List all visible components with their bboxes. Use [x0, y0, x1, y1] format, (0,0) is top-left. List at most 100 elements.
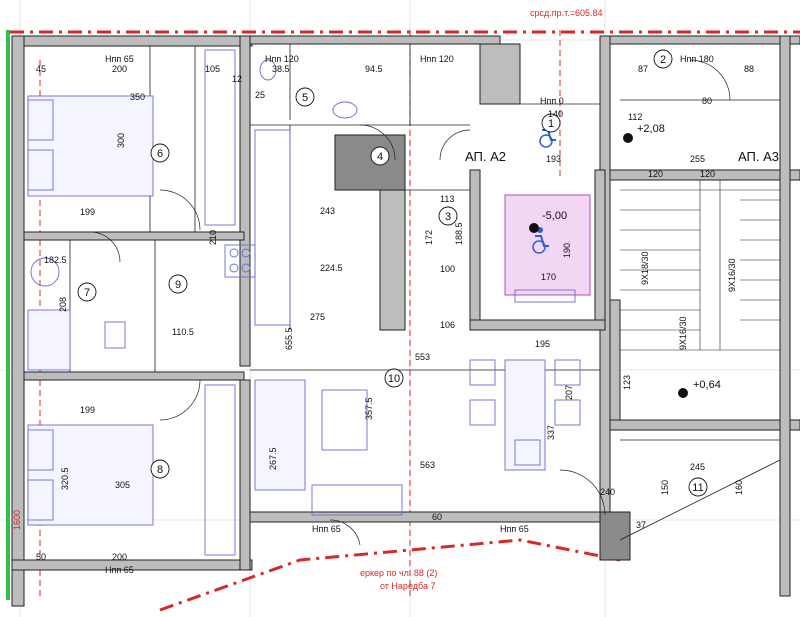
svg-text:87: 87	[638, 64, 648, 74]
svg-text:655.5: 655.5	[284, 327, 294, 350]
svg-text:199: 199	[80, 405, 95, 415]
svg-text:80: 80	[702, 96, 712, 106]
room-circle-1	[541, 113, 561, 133]
room-label-4: 4	[377, 151, 383, 163]
window-tag: Нпп 0	[540, 96, 564, 106]
room-label-7: 7	[84, 287, 90, 299]
armchair	[311, 484, 403, 516]
window-tag: Нпп 65	[312, 524, 341, 534]
svg-text:50: 50	[36, 552, 46, 562]
room-label-1: 1	[548, 118, 554, 130]
bathtub	[27, 309, 71, 371]
accessible-icon-2	[532, 227, 549, 254]
level-marker-b	[678, 388, 688, 398]
level-a-text: +2,08	[637, 123, 665, 135]
svg-text:110.5: 110.5	[172, 327, 194, 337]
wardrobe-room-6	[204, 49, 236, 226]
window-tag: Нпп 120	[420, 54, 454, 64]
svg-text:120: 120	[648, 169, 663, 179]
apartment-label-a2: АП. А2	[465, 149, 506, 164]
level-c-text: -5,00	[542, 210, 567, 222]
dining-table	[504, 359, 546, 471]
svg-text:320.5: 320.5	[60, 467, 70, 490]
svg-text:94.5: 94.5	[365, 64, 383, 74]
svg-text:105: 105	[205, 64, 220, 74]
svg-text:193: 193	[546, 154, 561, 164]
svg-text:255: 255	[690, 154, 705, 164]
svg-text:190: 190	[562, 243, 572, 258]
svg-text:88: 88	[744, 64, 754, 74]
doors	[89, 59, 731, 546]
svg-text:170: 170	[541, 272, 556, 282]
level-b-text: +0,64	[693, 379, 721, 391]
coffee-table	[321, 389, 368, 451]
svg-text:182.5: 182.5	[44, 255, 67, 265]
window-tag: Нпп 65	[105, 565, 134, 575]
stair-label-b: 9X16/30	[727, 258, 737, 292]
svg-text:37: 37	[636, 520, 646, 530]
bay-note-line2: от Наредба 7	[380, 581, 435, 591]
room-label-2: 2	[660, 54, 666, 66]
room-label-6: 6	[157, 148, 163, 160]
bed-room-6	[27, 95, 154, 197]
stove	[224, 244, 256, 278]
svg-text:100: 100	[440, 264, 455, 274]
svg-text:208: 208	[58, 297, 68, 312]
svg-text:275: 275	[310, 312, 325, 322]
room-label-8: 8	[157, 464, 163, 476]
svg-text:45: 45	[36, 64, 46, 74]
green-edge	[6, 30, 10, 600]
apartment-label-a3: АП. А3	[738, 149, 779, 164]
svg-text:210: 210	[208, 230, 218, 245]
room-label-11: 11	[692, 482, 703, 494]
room-label-3: 3	[445, 211, 451, 223]
sink-room-5	[332, 101, 358, 119]
svg-text:245: 245	[690, 462, 705, 472]
svg-text:563: 563	[420, 460, 435, 470]
toilet-room-5	[259, 59, 277, 81]
svg-text:120: 120	[700, 169, 715, 179]
sofa	[254, 379, 306, 491]
svg-text:113: 113	[440, 194, 454, 204]
svg-text:140: 140	[548, 109, 563, 119]
room-circles	[77, 49, 708, 497]
washbasin-room-7	[30, 257, 60, 287]
dimension-labels: 45 200 105 350 300 199 182.5 208 110.5 1…	[36, 64, 754, 562]
bay-note-line1: еркер по чл. 88 (2)	[360, 568, 437, 578]
window-tag: Нпп 65	[500, 524, 529, 534]
window-tag: Нпп 180	[680, 54, 714, 64]
svg-text:200: 200	[112, 64, 127, 74]
staircase	[620, 180, 780, 351]
room-label-10: 10	[388, 373, 400, 385]
svg-text:357.5: 357.5	[364, 397, 374, 420]
svg-text:553: 553	[415, 352, 430, 362]
svg-text:25: 25	[255, 90, 265, 100]
level-marker-a	[623, 133, 633, 143]
svg-text:38.5: 38.5	[272, 64, 290, 74]
svg-text:150: 150	[660, 480, 670, 495]
svg-text:267.5: 267.5	[268, 447, 278, 470]
room-label-9: 9	[175, 279, 181, 291]
svg-text:350: 350	[130, 92, 145, 102]
stair-label-a: 9X18/30	[640, 251, 650, 285]
svg-text:195: 195	[535, 339, 550, 349]
svg-text:199: 199	[80, 207, 95, 217]
furniture	[27, 49, 781, 556]
window-tag: Нпп 120	[265, 54, 299, 64]
top-elevation-note: срсд.пр.т.=605.84	[530, 8, 603, 18]
side-dimension: 1600	[12, 510, 22, 530]
svg-text:305: 305	[115, 480, 130, 490]
room-label-5: 5	[302, 92, 308, 104]
walls	[11, 35, 800, 607]
svg-text:200: 200	[112, 552, 127, 562]
svg-text:240: 240	[600, 487, 615, 497]
stair-label-c: 9X16/30	[678, 316, 688, 350]
svg-text:106: 106	[440, 320, 455, 330]
window-tag: Нпп 65	[105, 54, 134, 64]
svg-text:60: 60	[432, 512, 442, 522]
svg-text:123: 123	[622, 375, 632, 390]
svg-text:172: 172	[424, 230, 434, 245]
svg-text:224.5: 224.5	[320, 263, 343, 273]
wardrobe-room-8	[204, 384, 236, 556]
toilet-room-7	[104, 321, 126, 349]
